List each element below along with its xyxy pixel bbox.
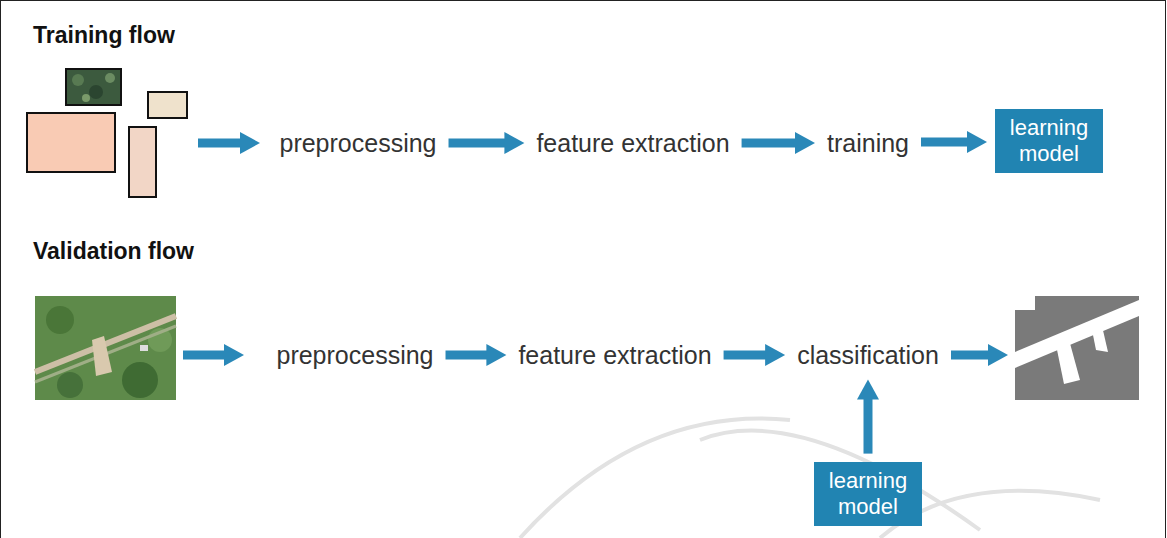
classified-image — [1015, 296, 1139, 400]
flow-arrow — [863, 394, 872, 454]
model-box: learning model — [814, 462, 922, 527]
flow-arrow — [446, 351, 493, 360]
process-step: preprocessing — [272, 339, 437, 372]
process-step: training — [823, 127, 913, 160]
image-arrows — [183, 143, 994, 355]
model-box: learning model — [995, 109, 1103, 174]
node-text: preprocessing — [279, 129, 436, 158]
process-step: classification — [793, 339, 943, 372]
flow-arrow — [724, 351, 772, 360]
satellite-image — [35, 296, 176, 400]
node-text: feature extraction — [518, 341, 711, 370]
node-text: learning model — [1003, 115, 1095, 168]
flow-heading: Training flow — [33, 22, 175, 49]
process-step: feature extraction — [532, 127, 733, 160]
node-text: classification — [797, 341, 939, 370]
watermark-arcs — [520, 418, 1100, 538]
flow-heading: Validation flow — [33, 238, 194, 265]
training-samples — [27, 69, 187, 197]
flow-arrow — [921, 138, 973, 147]
flow-arrow — [449, 139, 511, 148]
node-text: preprocessing — [276, 341, 433, 370]
flow-arrow — [742, 139, 801, 148]
node-text: learning model — [822, 468, 914, 521]
process-step: preprocessing — [275, 127, 440, 160]
node-text: training — [827, 129, 909, 158]
node-text: feature extraction — [536, 129, 729, 158]
process-step: feature extraction — [514, 339, 715, 372]
